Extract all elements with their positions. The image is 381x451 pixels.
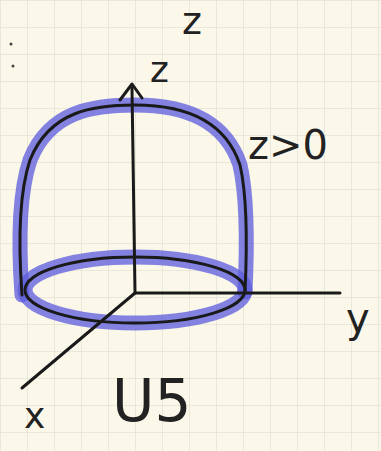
y-axis [135,292,340,295]
axis-label: z [150,52,169,88]
speck [12,65,15,68]
z-arrowhead [120,84,142,100]
solid-outline [20,84,340,388]
axis-label: x [24,398,45,434]
z-axis [132,88,135,293]
axis-label: z [182,2,202,40]
region-label: U5 [112,372,191,430]
speck [10,43,13,46]
condition-label: z>0 [248,125,328,165]
axis-label: y [346,298,370,338]
